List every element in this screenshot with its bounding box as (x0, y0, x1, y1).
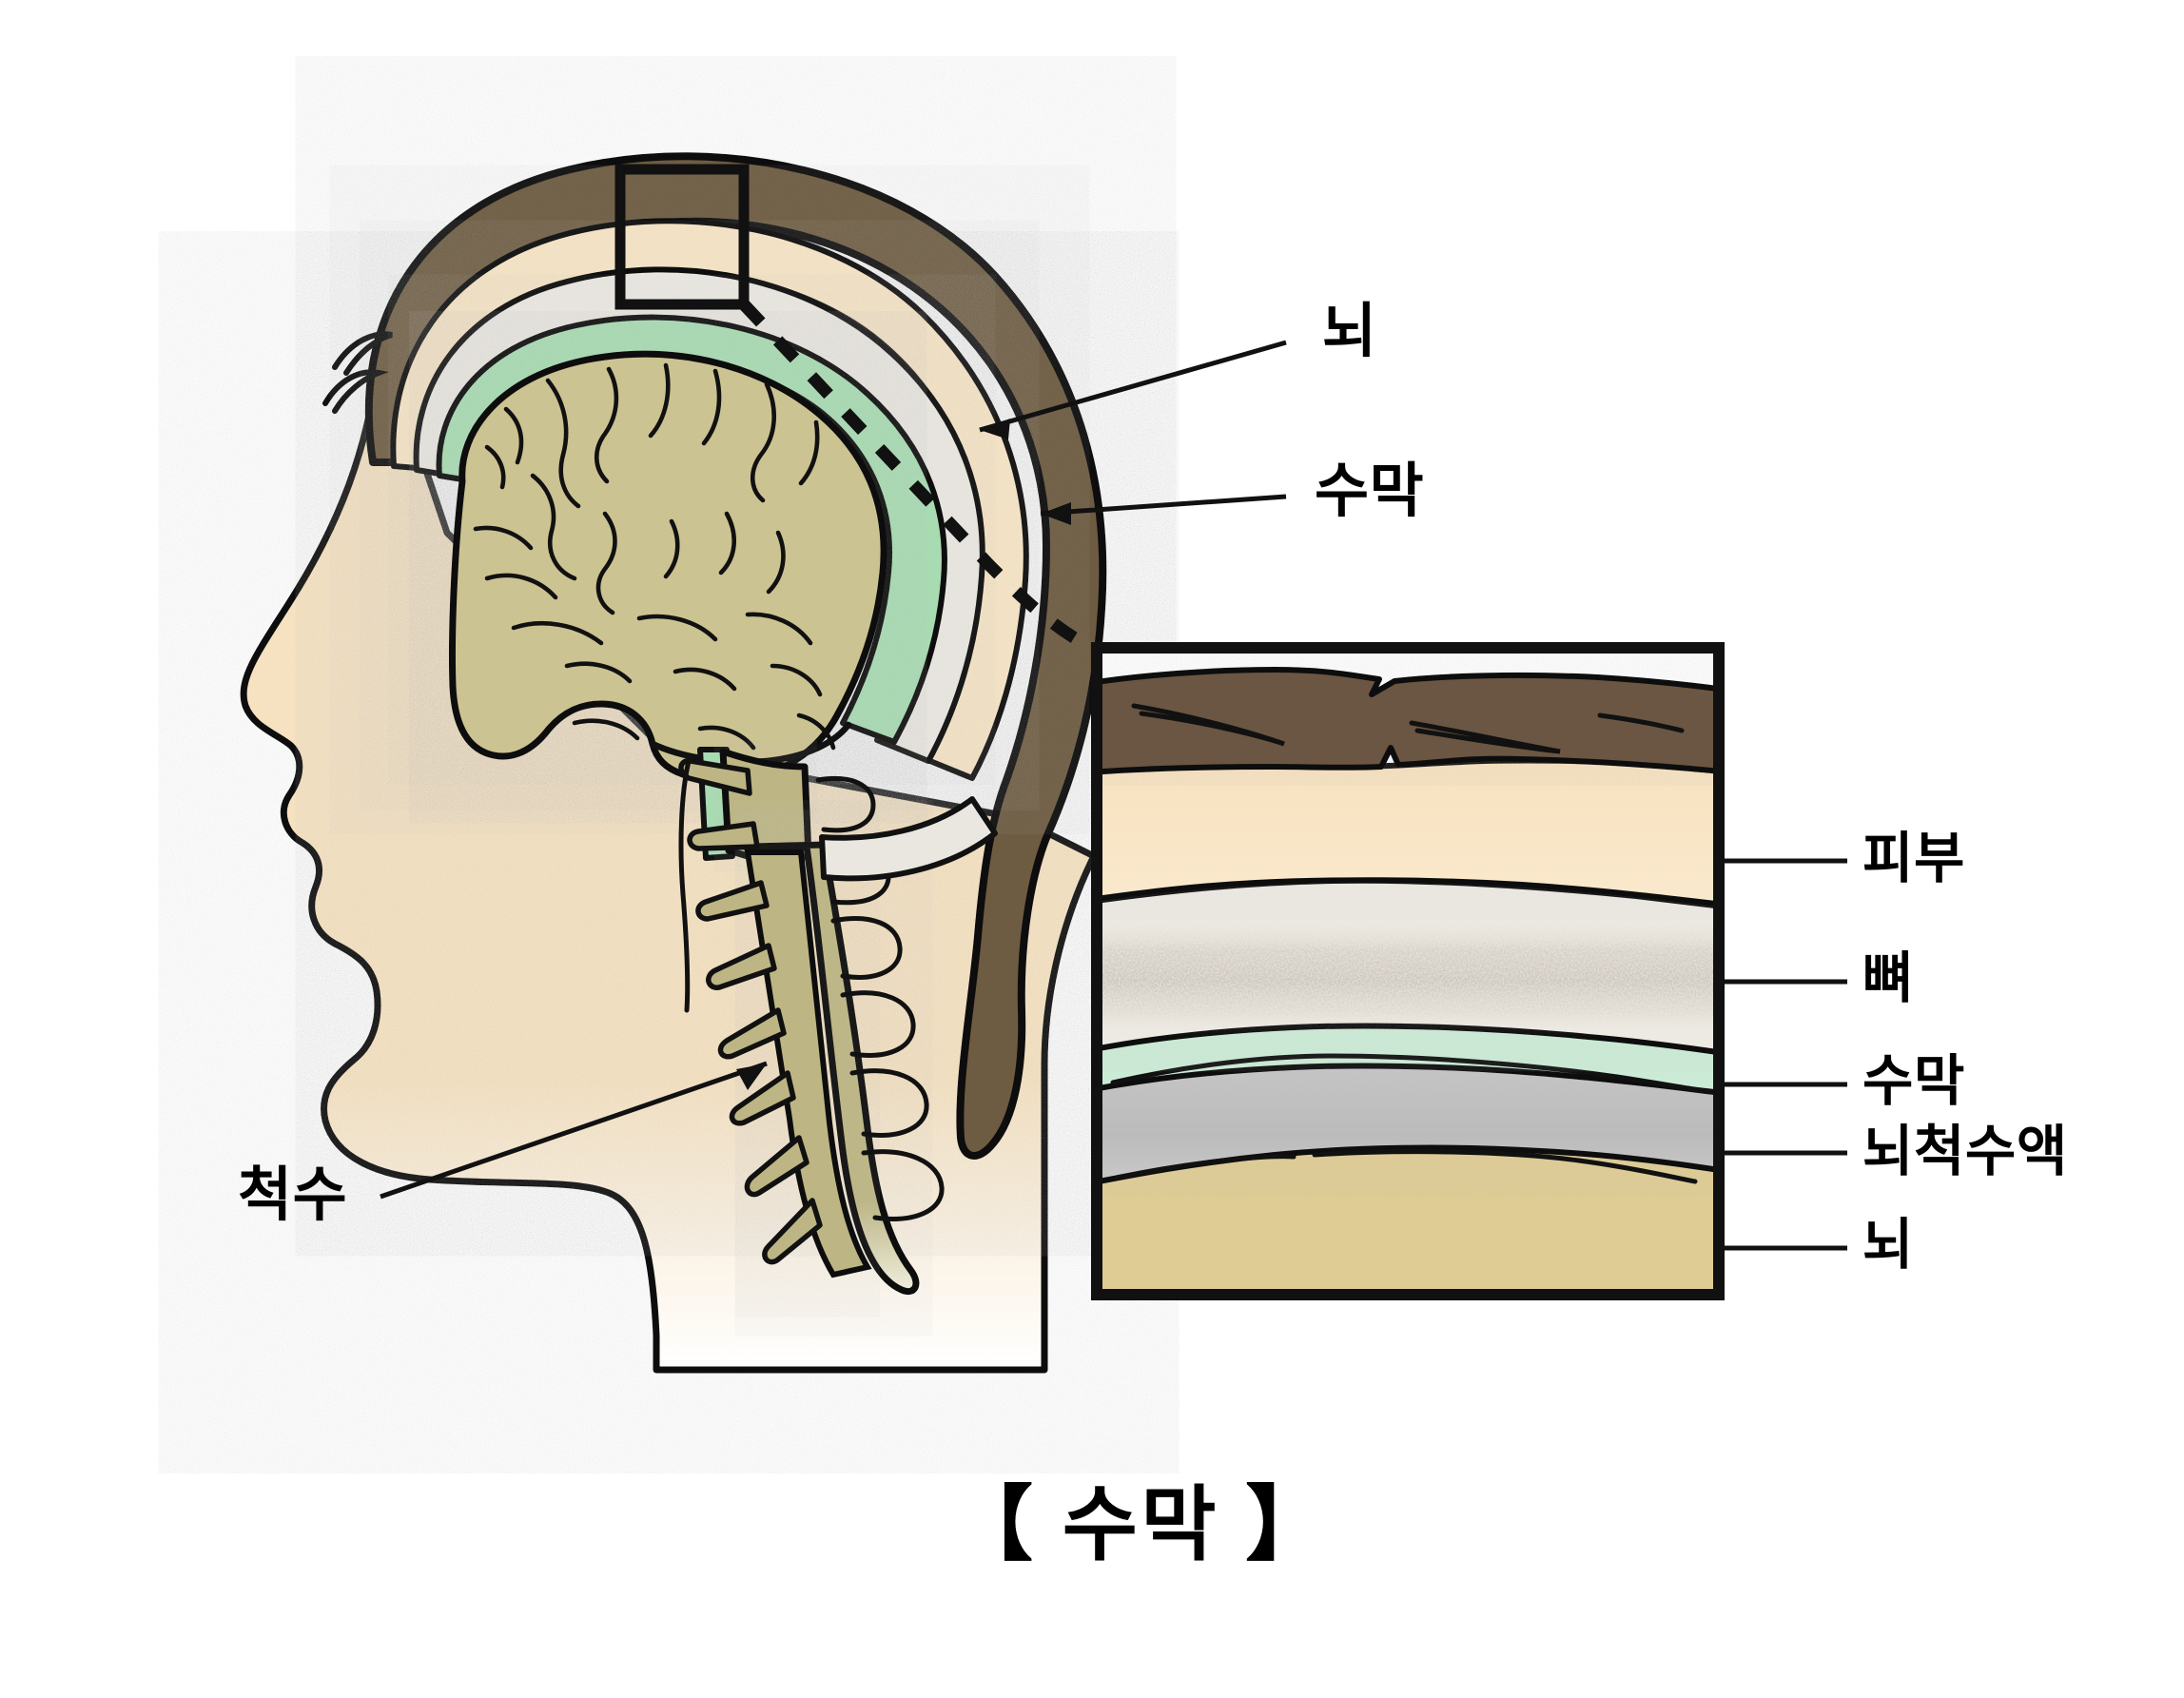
figure-title: 【 수막 】 (951, 1479, 1331, 1571)
hair-wisp-2 (322, 369, 389, 414)
callout-leaders (380, 340, 1287, 1200)
inset-panel (1091, 642, 1725, 1300)
inset-hair-strand-2 (1409, 720, 1561, 754)
inset-label-bone: 뼈 (1862, 947, 1914, 1009)
inset-border (1091, 642, 1725, 1300)
dashed-connector (739, 300, 1097, 654)
inset-label-brain: 뇌 (1862, 1214, 1914, 1276)
leader-spinal-cord (380, 1061, 768, 1200)
leader-meninges (1040, 494, 1287, 517)
inset-csf-detail-line (1114, 1149, 1698, 1184)
inset-dura-detail-line (1110, 1053, 1715, 1095)
arrowhead-spinal-cord (736, 1064, 767, 1090)
inset-label-dura: 수막 (1862, 1050, 1965, 1112)
inset-label-csf: 뇌척수액 (1862, 1121, 2068, 1182)
hair-scalp (364, 152, 1107, 1160)
head-sagittal-figure (240, 152, 1107, 1374)
inset-bone-diploe (1097, 913, 1719, 1037)
arrowhead-meninges (1041, 502, 1071, 525)
spinal-cord (748, 841, 920, 1295)
skull-base-shelf (819, 796, 998, 882)
inset-layer-hair (1097, 648, 1719, 775)
inset-label-skin: 피부 (1862, 828, 1965, 889)
brain-sulci-lines (473, 362, 836, 751)
callout-label-spinal-cord: 척수 (238, 1162, 348, 1228)
arrowhead-brain (980, 419, 1010, 439)
callout-label-meninges: 수막 (1315, 459, 1425, 524)
inset-hair-strand-1 (1131, 703, 1285, 747)
callout-label-brain: 뇌 (1322, 299, 1377, 364)
leader-brain (979, 340, 1287, 433)
inset-layer-leaders (1722, 858, 1847, 1251)
reference-box (614, 164, 750, 310)
inset-hair-strand-3 (1597, 712, 1685, 733)
hair-wisp-1 (332, 331, 393, 376)
brain-cerebrum (449, 350, 887, 784)
